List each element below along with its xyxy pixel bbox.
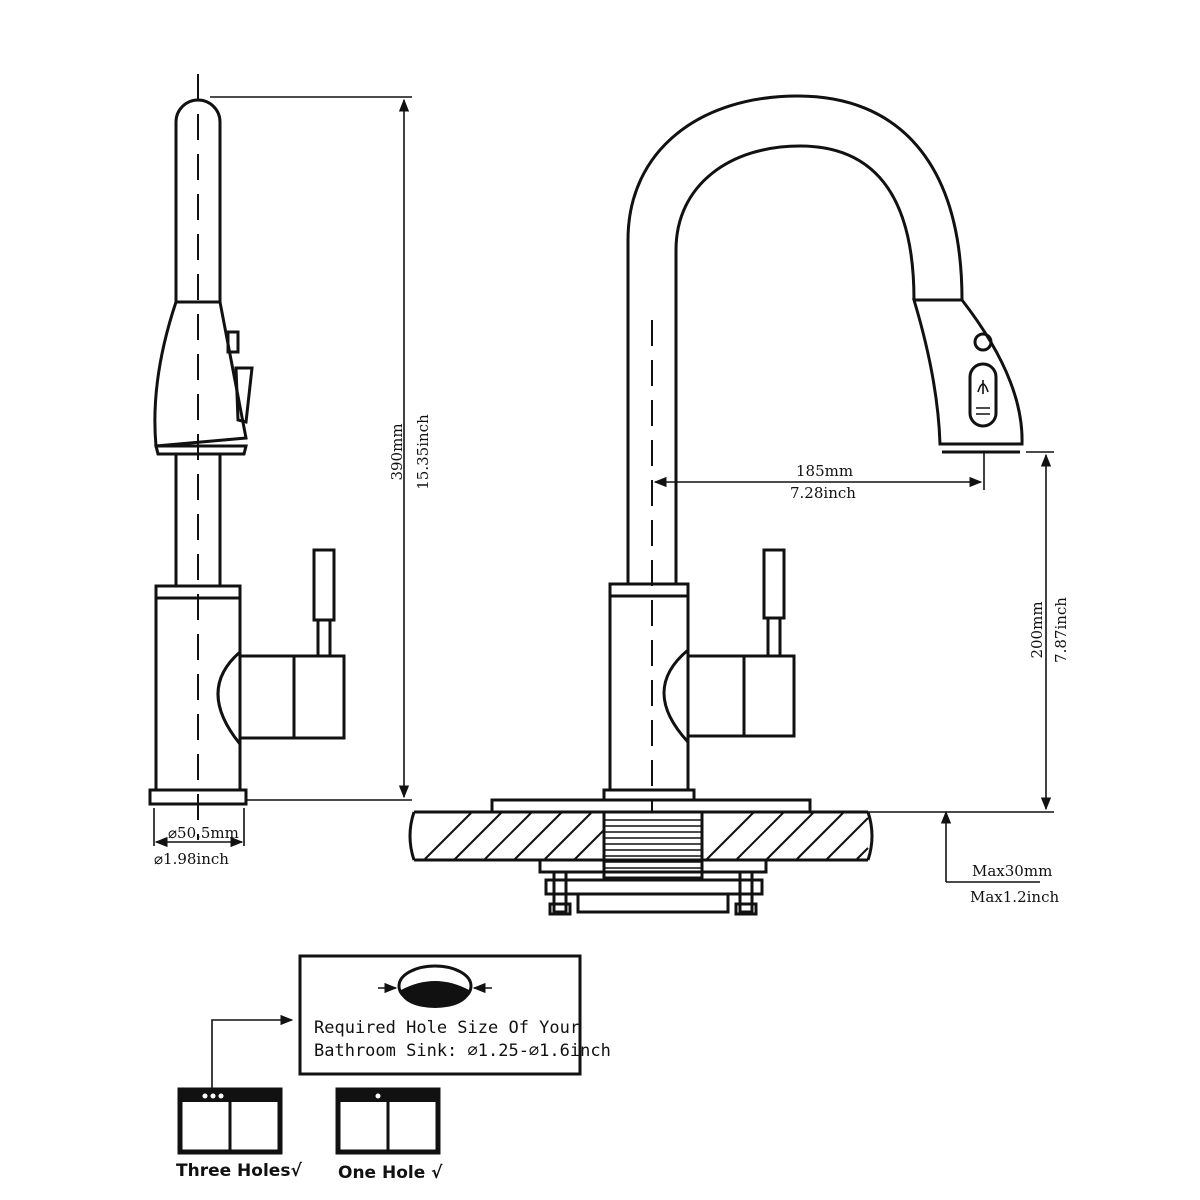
- base-diameter-dimension: ⌀50.5mm ⌀1.98inch: [153, 808, 245, 868]
- reach-inch-label: 7.28inch: [790, 484, 856, 502]
- hole-note-line2: Bathroom Sink: ⌀1.25-⌀1.6inch: [314, 1041, 611, 1061]
- threaded-shank: [602, 810, 704, 880]
- side-spray-button: [234, 366, 254, 424]
- reach-mm-label: 185mm: [796, 462, 853, 480]
- thickness-dimension: Max30mm Max1.2inch: [940, 810, 1059, 906]
- base-dia-mm-label: ⌀50.5mm: [168, 824, 239, 842]
- front-spout-outer: [626, 94, 964, 584]
- side-handle: [312, 548, 336, 622]
- one-hole-label: One Hole √: [338, 1163, 443, 1183]
- side-height-dimension: 390mm 15.35inch: [210, 96, 432, 801]
- max-thickness-inch-label: Max1.2inch: [970, 888, 1059, 906]
- front-handle: [762, 548, 786, 620]
- side-head-ring: [154, 444, 248, 456]
- height-inch-label: 15.35inch: [414, 414, 432, 490]
- spout-height-mm-label: 200mm: [1028, 601, 1046, 658]
- spout-height-inch-label: 7.87inch: [1052, 597, 1070, 663]
- counter-top: [408, 810, 874, 880]
- mounting-hardware: [538, 858, 768, 916]
- hole-note-line1: Required Hole Size Of Your: [314, 1018, 580, 1038]
- side-valve-cap: [292, 654, 346, 740]
- pause-button-icon: [973, 332, 993, 352]
- three-holes-sink-icon: Three Holes√: [176, 1087, 302, 1181]
- reach-dimension: 185mm 7.28inch: [653, 452, 985, 502]
- hole-fill-icon: [401, 981, 469, 1008]
- note-connector: [211, 1014, 294, 1090]
- side-pause-button: [226, 330, 240, 354]
- front-body: [608, 582, 690, 792]
- front-spout-inner: [674, 144, 916, 584]
- front-view-faucet: [490, 94, 1024, 880]
- three-holes-label: Three Holes√: [176, 1161, 302, 1181]
- one-hole-sink-icon: One Hole √: [335, 1087, 443, 1183]
- front-valve-cap: [742, 654, 796, 738]
- spray-mode-button-icon: [968, 362, 998, 428]
- spout-height-dimension: 200mm 7.87inch: [868, 451, 1070, 813]
- side-neck: [174, 454, 222, 586]
- max-thickness-mm-label: Max30mm: [972, 862, 1052, 880]
- mounting-bracket: [544, 878, 764, 896]
- hole-size-note-box: Required Hole Size Of Your Bathroom Sink…: [298, 954, 611, 1076]
- mounting-nut: [576, 892, 730, 914]
- mounting-washer: [538, 858, 768, 874]
- side-spray-head: [153, 300, 248, 448]
- height-mm-label: 390mm: [388, 423, 406, 480]
- side-view-faucet: [148, 74, 346, 840]
- front-spray-head: [911, 298, 1024, 446]
- base-dia-inch-label: ⌀1.98inch: [154, 850, 229, 868]
